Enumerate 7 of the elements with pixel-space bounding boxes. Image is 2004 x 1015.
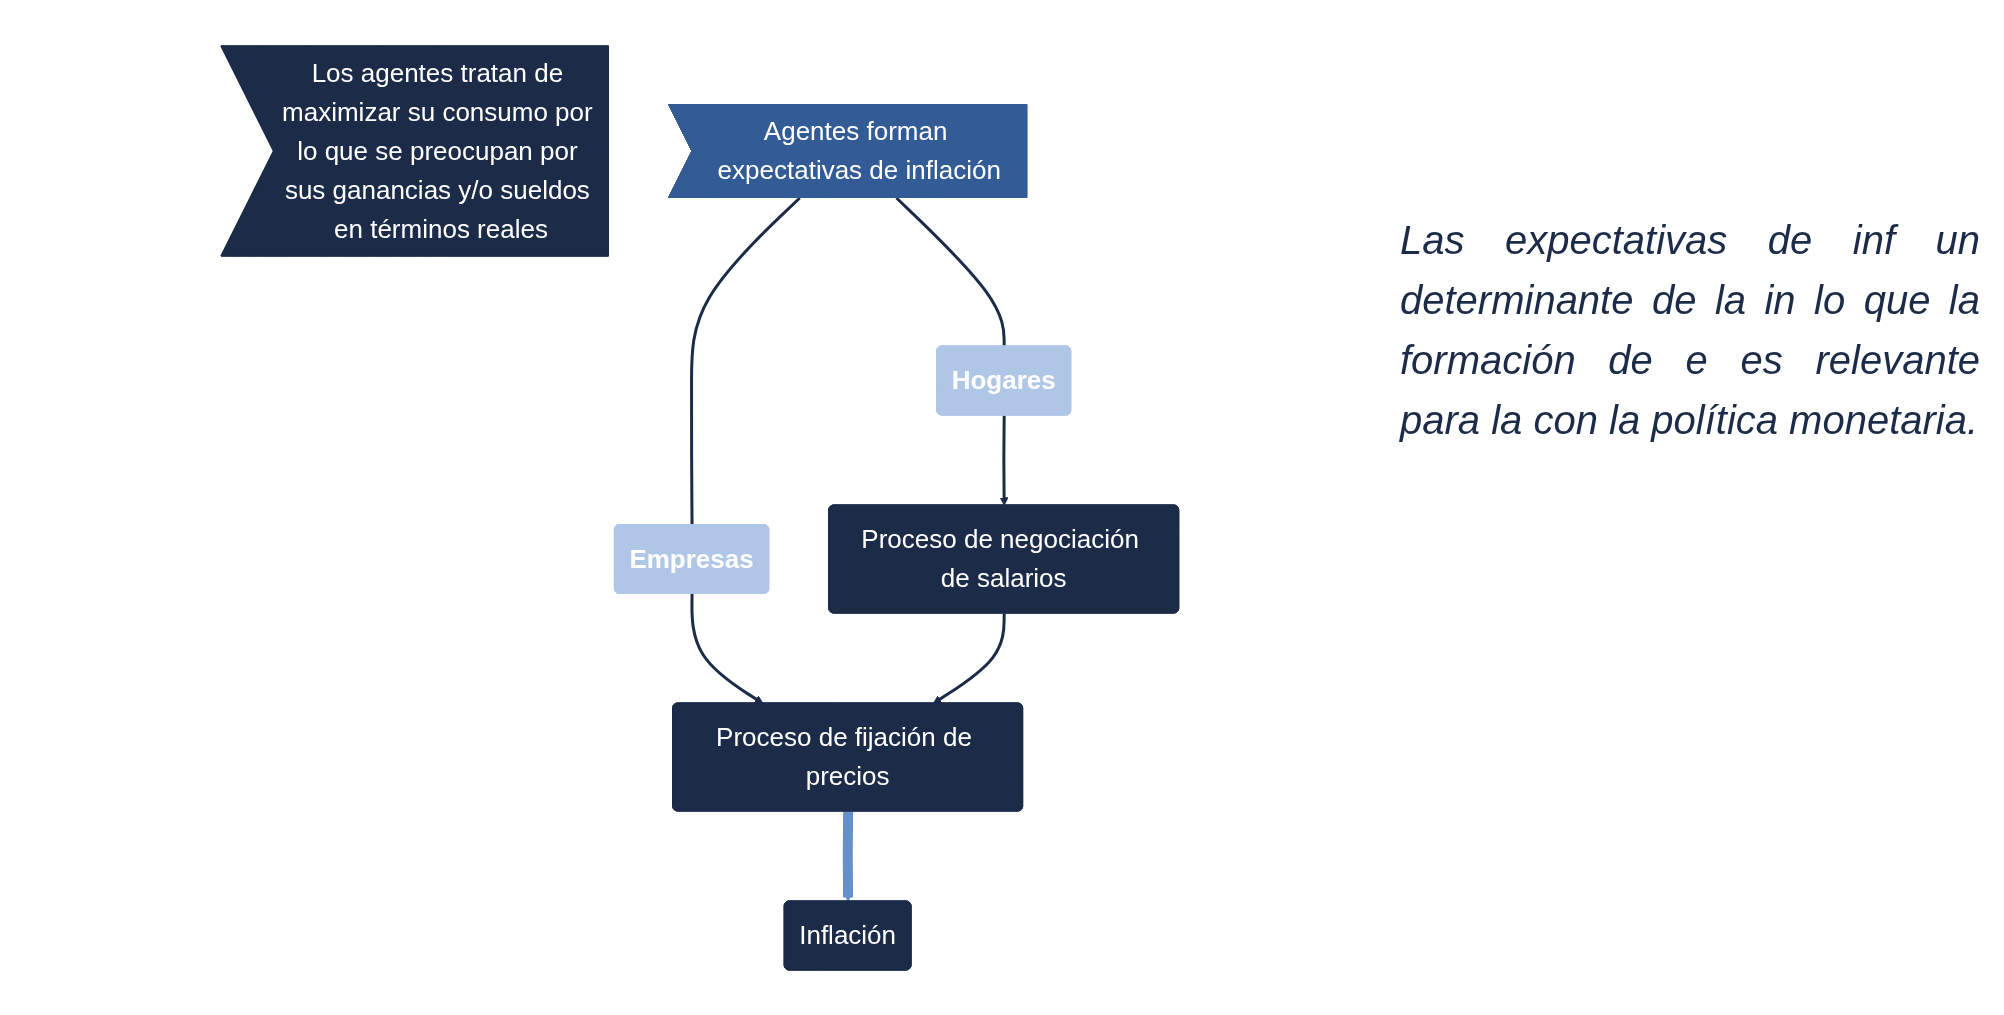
arrow — [690, 593, 764, 704]
arrow — [842, 810, 854, 902]
connector — [690, 196, 801, 525]
note-text: Las expectativas de inf un determinante de la in lo que la formación de e es relevante para la con la política monetaria. — [1400, 217, 1980, 444]
connector — [895, 196, 1006, 346]
arrow — [999, 415, 1009, 506]
arrow — [933, 613, 1006, 704]
